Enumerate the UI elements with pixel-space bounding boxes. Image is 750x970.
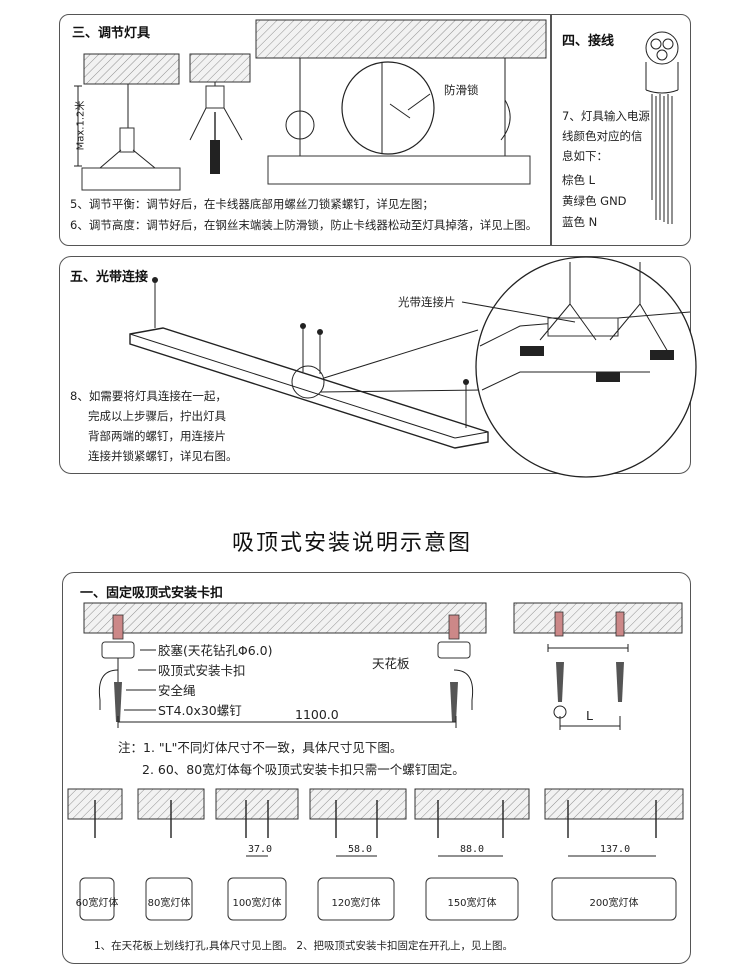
wiring-line: 线颜色对应的信: [562, 129, 643, 143]
note-line-1: 注：1. "L"不同灯体尺寸不一致，具体尺寸见下图。: [118, 740, 403, 755]
length-dimension: 1100.0: [295, 707, 339, 722]
label-wall-plug: 胶塞(天花钻孔Φ6.0): [158, 643, 273, 658]
width-dim-120: 58.0: [348, 844, 373, 855]
wiring-diagram: [645, 31, 679, 224]
connector-plate-label: 光带连接片: [398, 295, 456, 309]
section-lightband-title: 五、光带连接: [70, 270, 149, 285]
fixture-80-label: 80宽灯体: [147, 898, 191, 909]
fixture-150-label: 150宽灯体: [447, 898, 497, 909]
max-height-label: Max.1.2米: [75, 100, 87, 151]
fixture-120-label: 120宽灯体: [331, 898, 381, 909]
wire-blue-label: 蓝色 N: [562, 215, 598, 229]
lightband-diagram: [129, 256, 697, 478]
wire-yellow-green-label: 黄绿色 GND: [562, 194, 627, 208]
section-surface-mount-title: 一、固定吸顶式安装卡扣: [80, 586, 224, 601]
wiring-line: 7、灯具输入电源: [562, 109, 650, 123]
fixture-60-label: 60宽灯体: [75, 898, 119, 909]
label-mount-clip: 吸顶式安装卡扣: [158, 663, 246, 678]
step-8-line: 完成以上步骤后，拧出灯具: [88, 409, 226, 423]
label-safety-rope: 安全绳: [158, 683, 196, 698]
adjust-diagrams: [74, 19, 547, 191]
fixture-100-label: 100宽灯体: [232, 898, 282, 909]
step-8-line: 背部两端的螺钉，用连接片: [88, 429, 226, 443]
step-8-line: 连接并锁紧螺钉，详见右图。: [88, 449, 238, 463]
l-dimension: L: [586, 708, 593, 723]
footer-note: 1、在天花板上划线打孔,具体尺寸见上图。 2、把吸顶式安装卡扣固定在开孔上，见上…: [94, 940, 514, 952]
step-8-line: 8、如需要将灯具连接在一起，: [70, 389, 227, 403]
width-variants: [67, 788, 684, 921]
main-title: 吸顶式安装说明示意图: [232, 531, 473, 556]
width-dim-100: 37.0: [248, 844, 273, 855]
anti-slip-lock-label: 防滑锁: [444, 83, 479, 97]
section-wiring-title: 四、接线: [562, 34, 615, 49]
fixture-200-label: 200宽灯体: [589, 898, 639, 909]
width-dim-200: 137.0: [600, 844, 631, 855]
surface-mount-diagram: [83, 602, 683, 730]
wire-brown-label: 棕色 L: [562, 173, 596, 187]
note-line-2: 2. 60、80宽灯体每个吸顶式安装卡扣只需一个螺钉固定。: [142, 762, 465, 777]
section-adjust-title: 三、调节灯具: [72, 26, 151, 41]
wiring-line: 息如下：: [562, 149, 608, 163]
step-6-text: 6、调节高度：调节好后，在钢丝末端装上防滑锁，防止卡线器松动至灯具掉落，详见上图…: [70, 218, 538, 232]
width-dim-150: 88.0: [460, 844, 485, 855]
label-screw: ST4.0x30螺钉: [158, 703, 242, 718]
ceiling-label: 天花板: [372, 656, 410, 671]
step-5-text: 5、调节平衡：调节好后，在卡线器底部用螺丝刀锁紧螺钉，详见左图；: [70, 197, 434, 211]
